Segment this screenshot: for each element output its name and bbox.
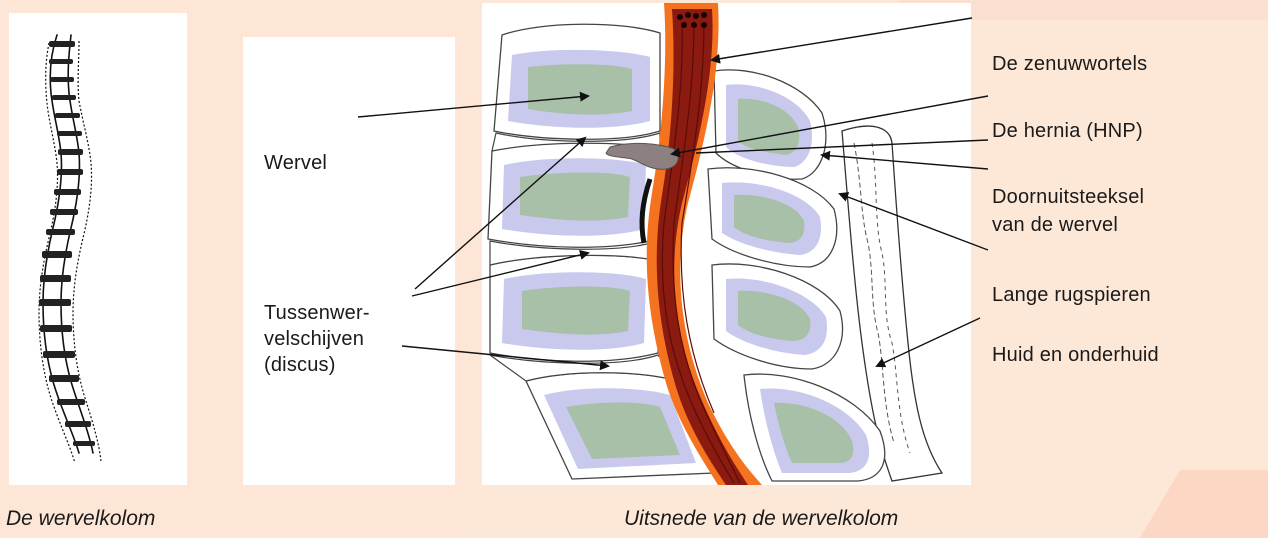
label-zenuwwortels: De zenuwwortels: [992, 49, 1147, 79]
arrow-huid: [877, 318, 980, 366]
label-discus-line3: (discus): [264, 350, 336, 380]
label-doorn-line2: van de wervel: [992, 210, 1118, 240]
arrow-disc-3: [402, 346, 608, 366]
label-wervel: Wervel: [264, 148, 327, 178]
arrow-rugspieren: [840, 194, 988, 250]
arrow-disc-2: [412, 253, 588, 296]
arrow-doorn: [822, 155, 988, 169]
arrow-disc-1: [415, 138, 585, 289]
label-huid: Huid en onderhuid: [992, 340, 1159, 370]
label-doorn-line1: Doornuitsteeksel: [992, 182, 1144, 212]
arrow-zenuwwortels: [672, 96, 988, 154]
caption-uitsnede: Uitsnede van de wervelkolom: [624, 506, 898, 532]
label-hernia: De hernia (HNP): [992, 116, 1143, 146]
arrow-wervel: [358, 96, 588, 117]
arrow-cord: [712, 18, 972, 60]
caption-wervelkolom: De wervelkolom: [6, 506, 155, 532]
label-rugspieren: Lange rugspieren: [992, 280, 1151, 310]
